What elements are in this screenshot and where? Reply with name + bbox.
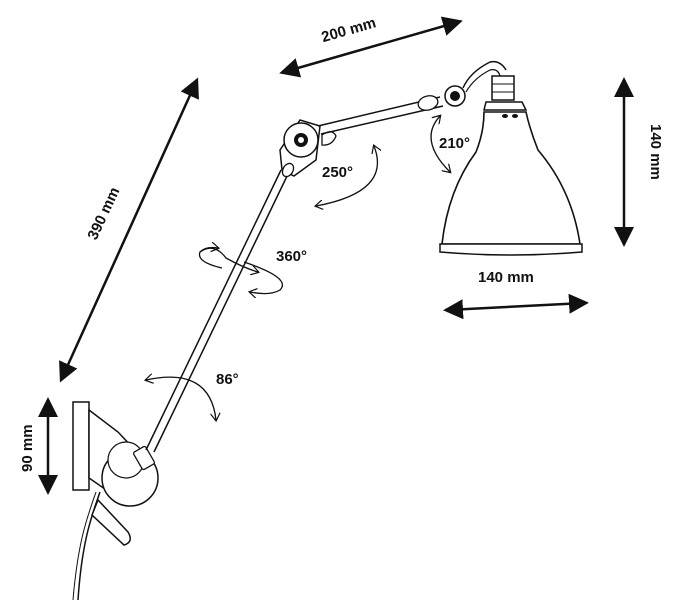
rotate-360-arrow-left (198, 248, 223, 269)
label-390mm: 390 mm (84, 185, 123, 243)
dim-line-140mm-horizontal (443, 293, 589, 320)
base-collar (133, 445, 155, 471)
rotate-360-arrow-top (199, 247, 258, 272)
shade-body (441, 111, 581, 245)
power-cable (77, 491, 101, 601)
rotate-250-arrow (316, 146, 377, 206)
label-140mm-vertical: 140 mm (647, 124, 664, 180)
rotate-360-arrow-bottom (243, 261, 283, 294)
label-86deg: 86° (216, 371, 239, 388)
wall-plate (72, 401, 90, 491)
rotate-86-arrow (146, 377, 216, 420)
base-knob-tab (91, 498, 131, 546)
rotate-210-arrow (430, 116, 450, 172)
shade-rim (439, 243, 583, 256)
dim-line-200mm (279, 16, 463, 78)
power-cable-inner (72, 491, 97, 601)
label-140mm-horizontal: 140 mm (478, 269, 534, 286)
label-90mm: 90 mm (19, 424, 36, 472)
dim-line-390mm (59, 77, 199, 383)
rotation-arrows (146, 116, 450, 420)
dimension-lines (38, 16, 634, 495)
shade-joint (417, 60, 507, 111)
label-360deg: 360° (276, 248, 307, 265)
wall-base (72, 401, 159, 546)
label-210deg: 210° (439, 135, 470, 152)
lower-arm (145, 169, 290, 453)
lamp-shade (439, 75, 583, 256)
label-200mm: 200 mm (320, 14, 378, 46)
elbow-joint (279, 119, 337, 178)
label-250deg: 250° (322, 164, 353, 181)
shade-cap (483, 101, 528, 111)
socket (491, 75, 515, 101)
